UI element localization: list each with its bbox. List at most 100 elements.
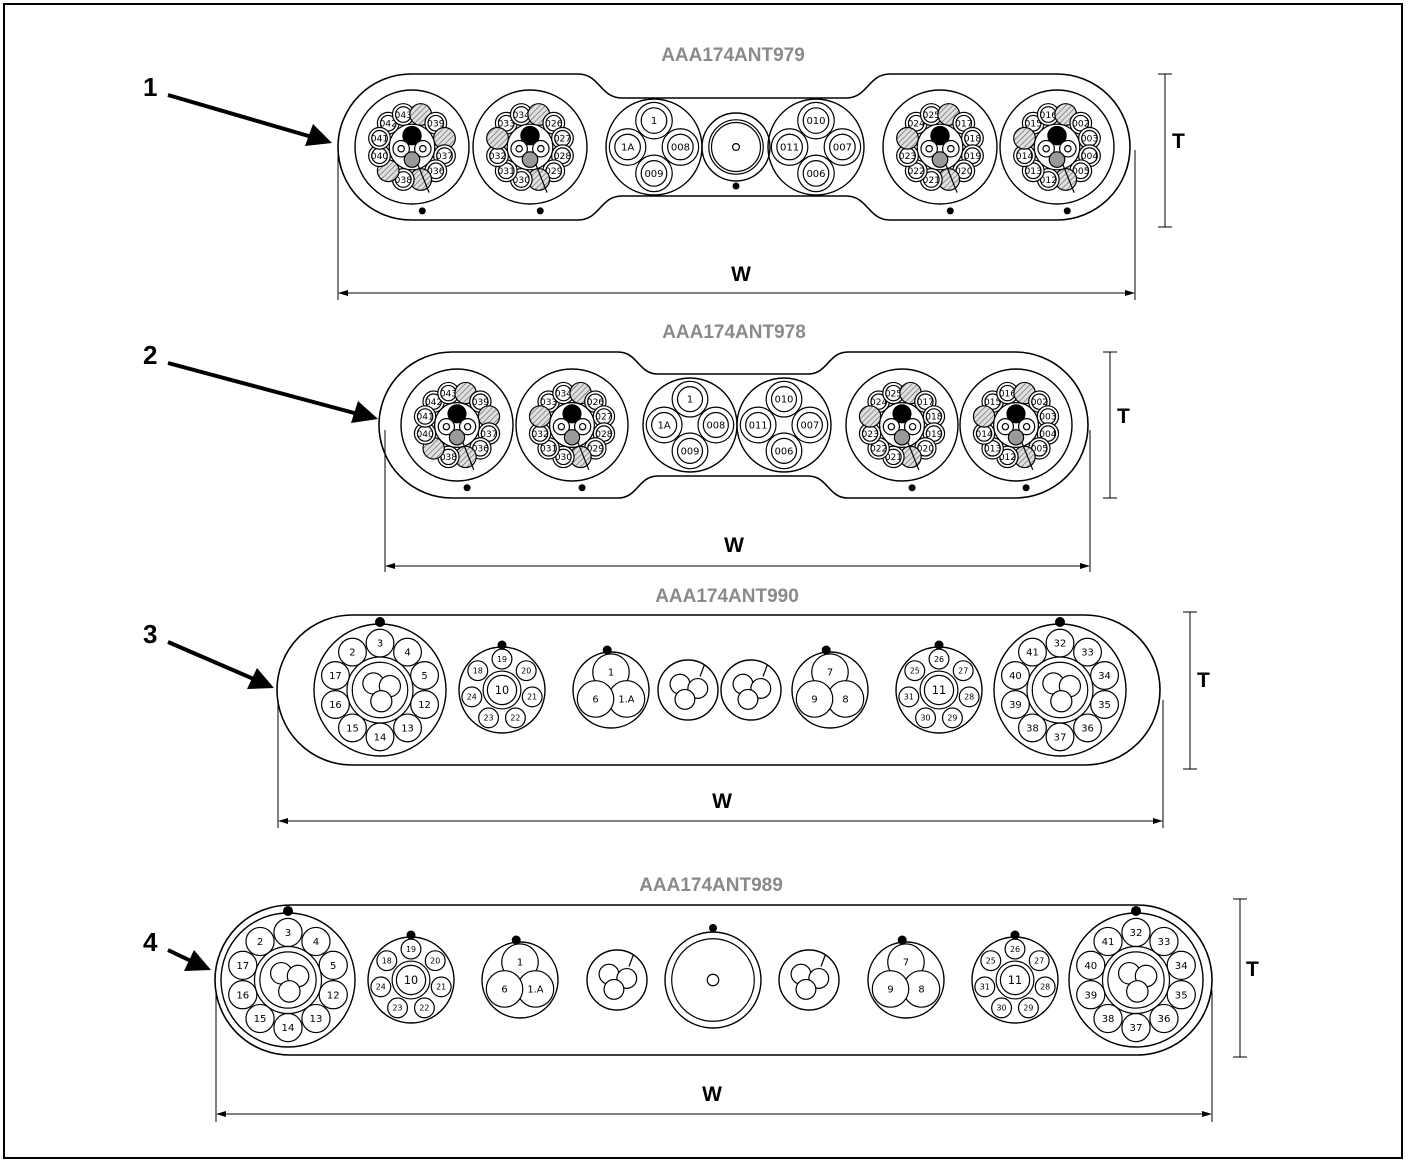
wire-label: 017 bbox=[955, 119, 973, 130]
conductor-label: 1.A bbox=[527, 984, 543, 995]
wire-label: 042 bbox=[425, 398, 442, 408]
unit-outer-sheath bbox=[586, 949, 648, 1011]
panel-3-jacket bbox=[276, 614, 1161, 766]
panel-1-index: 1 bbox=[143, 72, 157, 102]
wire-33 bbox=[1073, 637, 1103, 667]
wire-label: 042 bbox=[379, 119, 397, 130]
pair-insulation bbox=[640, 160, 668, 187]
center-conductor bbox=[919, 670, 959, 710]
conductor-unit-4 bbox=[657, 659, 719, 721]
wire-39 bbox=[1076, 980, 1106, 1010]
wire-label: 13 bbox=[401, 724, 414, 735]
panel-2-title: AAA174ANT978 bbox=[662, 322, 806, 343]
wire-label: 27 bbox=[958, 667, 968, 676]
wire-label: 16 bbox=[329, 700, 342, 711]
drain-wire bbox=[820, 954, 827, 967]
wire-label: 040 bbox=[371, 151, 389, 162]
wire-label: 004 bbox=[1081, 151, 1099, 162]
wire-label: 22 bbox=[419, 1004, 429, 1013]
panel-4-jacket bbox=[214, 904, 1213, 1056]
wire-35 bbox=[1166, 980, 1196, 1010]
wire-label: 030 bbox=[555, 453, 572, 463]
shield-filler bbox=[896, 126, 919, 150]
panel-3-t-label: T bbox=[1197, 669, 1210, 692]
center-sheath bbox=[506, 123, 554, 171]
core bbox=[370, 690, 393, 713]
panel-2-thickness-dimension: T bbox=[1103, 351, 1130, 499]
wire-label: 12 bbox=[327, 990, 340, 1001]
wire-label: 31 bbox=[980, 983, 990, 992]
wire-label: 40 bbox=[1009, 671, 1022, 682]
wire-label: 36 bbox=[1158, 1014, 1171, 1025]
center-inner bbox=[1031, 661, 1089, 719]
conductor-label: 008 bbox=[671, 143, 690, 154]
panel-1-width-dimension: W bbox=[337, 150, 1136, 300]
core bbox=[1064, 144, 1072, 153]
conductor-label: 008 bbox=[706, 421, 725, 432]
drain-dot bbox=[463, 484, 471, 492]
pair-insulation bbox=[776, 133, 803, 161]
center-insulation bbox=[999, 964, 1031, 996]
drain-dot bbox=[709, 924, 717, 932]
figure-frame bbox=[3, 3, 1403, 1159]
wire-18 bbox=[467, 660, 489, 682]
drain-wire bbox=[628, 954, 635, 967]
pair-insulation bbox=[829, 133, 856, 161]
wire-label: 028 bbox=[554, 151, 572, 162]
core bbox=[1042, 144, 1050, 153]
conductor-unit-6: 789 bbox=[791, 645, 869, 729]
drain-dot bbox=[602, 645, 612, 655]
wire-34 bbox=[1090, 661, 1120, 690]
panel-4-t-label: T bbox=[1246, 958, 1259, 981]
wire-41 bbox=[1017, 637, 1047, 667]
wire-label: 023 bbox=[861, 430, 878, 440]
core bbox=[603, 978, 625, 1000]
wire-18 bbox=[376, 950, 398, 972]
wire-label: 014 bbox=[1016, 151, 1034, 162]
conductor-label: 7 bbox=[827, 668, 833, 679]
wire-label: 027 bbox=[595, 413, 612, 423]
wire-label: 35 bbox=[1098, 700, 1111, 711]
wire-label: 13 bbox=[310, 1014, 323, 1025]
panel-1-thickness-dimension: T bbox=[1158, 73, 1185, 228]
center-insulation bbox=[395, 964, 427, 996]
panel-3-arrow bbox=[167, 640, 274, 689]
conductor-label: 6 bbox=[501, 984, 507, 995]
panel-3-conductors: 3451213141516172192021222324181011.A6789… bbox=[313, 617, 1127, 757]
core bbox=[908, 422, 917, 431]
wire-30 bbox=[915, 707, 937, 729]
coax-core bbox=[706, 973, 720, 987]
black-conductor bbox=[1006, 404, 1026, 424]
wire-label: 012 bbox=[999, 453, 1016, 463]
grey-conductor bbox=[893, 429, 911, 446]
core bbox=[515, 144, 523, 153]
wire-label: 32 bbox=[1130, 928, 1143, 939]
wire-36 bbox=[1149, 1003, 1179, 1034]
panel-4-w-label: W bbox=[702, 1083, 722, 1106]
wire-label: 17 bbox=[236, 961, 249, 972]
center-label: 11 bbox=[932, 684, 946, 697]
grey-conductor bbox=[403, 151, 421, 168]
wire-label: 020 bbox=[917, 445, 934, 455]
wire-label: 41 bbox=[1026, 648, 1039, 659]
wire-21 bbox=[430, 976, 452, 998]
wire-label: 25 bbox=[910, 667, 920, 676]
drain-dot bbox=[511, 935, 521, 945]
center-inner bbox=[1107, 951, 1165, 1009]
wire-label: 003 bbox=[1081, 134, 1099, 145]
wire-33 bbox=[1149, 926, 1179, 957]
wire-label: 036 bbox=[427, 166, 445, 177]
wire-40 bbox=[1000, 661, 1030, 690]
panel-1: AAA174ANT979 1 W T 042043039037036038040… bbox=[143, 45, 1185, 300]
drain-dot bbox=[1010, 930, 1020, 940]
conductor-label: 006 bbox=[775, 446, 794, 457]
drain-dot bbox=[418, 207, 426, 215]
panel-2-width-dimension: W bbox=[384, 430, 1091, 572]
pair-insulation bbox=[745, 411, 772, 439]
